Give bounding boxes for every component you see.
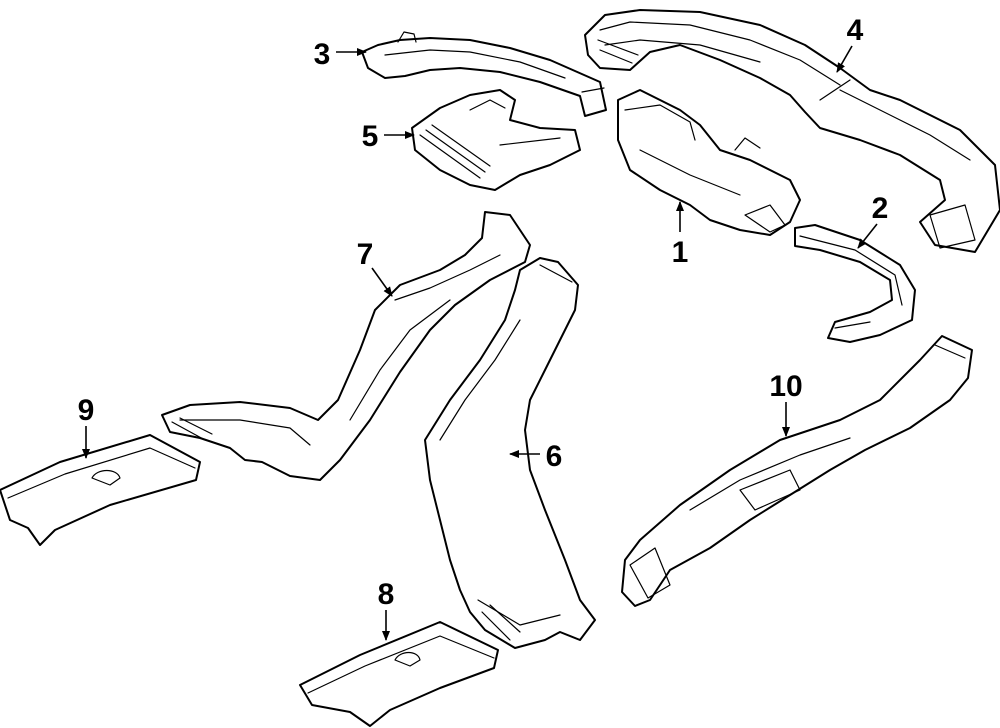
part-5-vent: [411, 89, 581, 191]
leader-4: [836, 45, 853, 73]
callout-5: 5: [362, 120, 379, 153]
callout-leaders: [82, 45, 878, 641]
callout-4: 4: [847, 14, 864, 47]
callout-6: 6: [546, 440, 563, 473]
part-7-duct: [161, 211, 531, 481]
callout-8: 8: [378, 578, 395, 611]
callout-labels: 1 2 3 4 5 6 7 8 9 10: [78, 14, 889, 611]
callout-1: 1: [672, 236, 689, 269]
part-6-duct: [424, 257, 596, 649]
part-2-duct: [794, 224, 916, 343]
callout-9: 9: [78, 394, 95, 427]
callout-10: 10: [769, 370, 802, 403]
callout-2: 2: [872, 192, 889, 225]
part-3-duct: [361, 31, 607, 117]
part-8-duct: [299, 621, 499, 727]
part-9-duct: [0, 434, 201, 546]
part-1-housing: [617, 89, 801, 236]
leader-7: [371, 267, 393, 297]
callout-7: 7: [357, 238, 374, 271]
leader-2: [857, 223, 878, 249]
part-10-duct: [621, 335, 973, 607]
part-4-duct: [584, 9, 1000, 253]
callout-3: 3: [314, 38, 331, 71]
